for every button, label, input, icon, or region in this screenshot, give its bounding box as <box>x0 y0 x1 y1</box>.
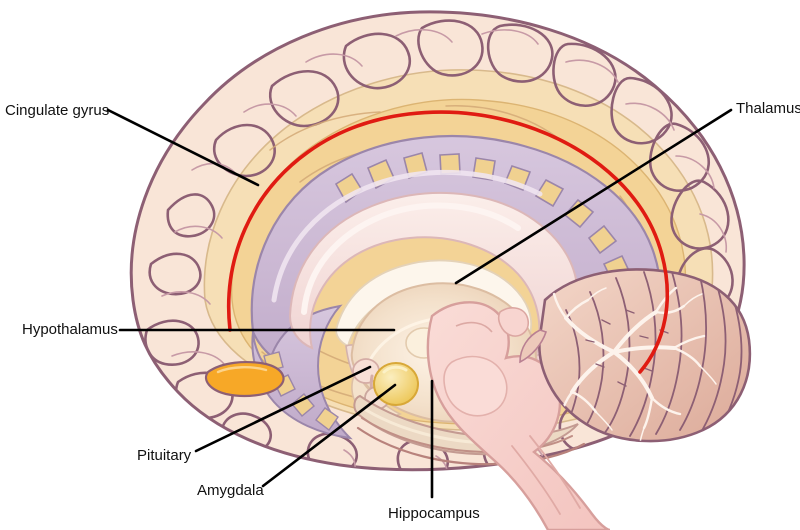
leader-amygdala <box>261 383 397 488</box>
label-pituitary: Pituitary <box>137 447 192 464</box>
label-thalamus: Thalamus <box>736 100 800 117</box>
label-hippocampus: Hippocampus <box>388 505 480 522</box>
label-hypothalamus: Hypothalamus <box>22 321 118 338</box>
olfactory-bulb <box>204 361 285 397</box>
leader-pituitary <box>194 365 372 453</box>
leader-cingulate-gyrus <box>106 108 260 187</box>
leader-thalamus <box>454 108 733 285</box>
cerebellum <box>519 268 752 443</box>
pons <box>443 355 508 417</box>
amygdala-body <box>373 362 419 406</box>
label-cingulate-gyrus: Cingulate gyrus <box>5 102 110 119</box>
brainstem <box>426 301 611 530</box>
cingulate-gyrus-highlight <box>226 110 670 374</box>
midbrain-tectum <box>497 307 530 337</box>
leader-lines <box>106 108 733 499</box>
label-amygdala: Amygdala <box>197 482 264 499</box>
